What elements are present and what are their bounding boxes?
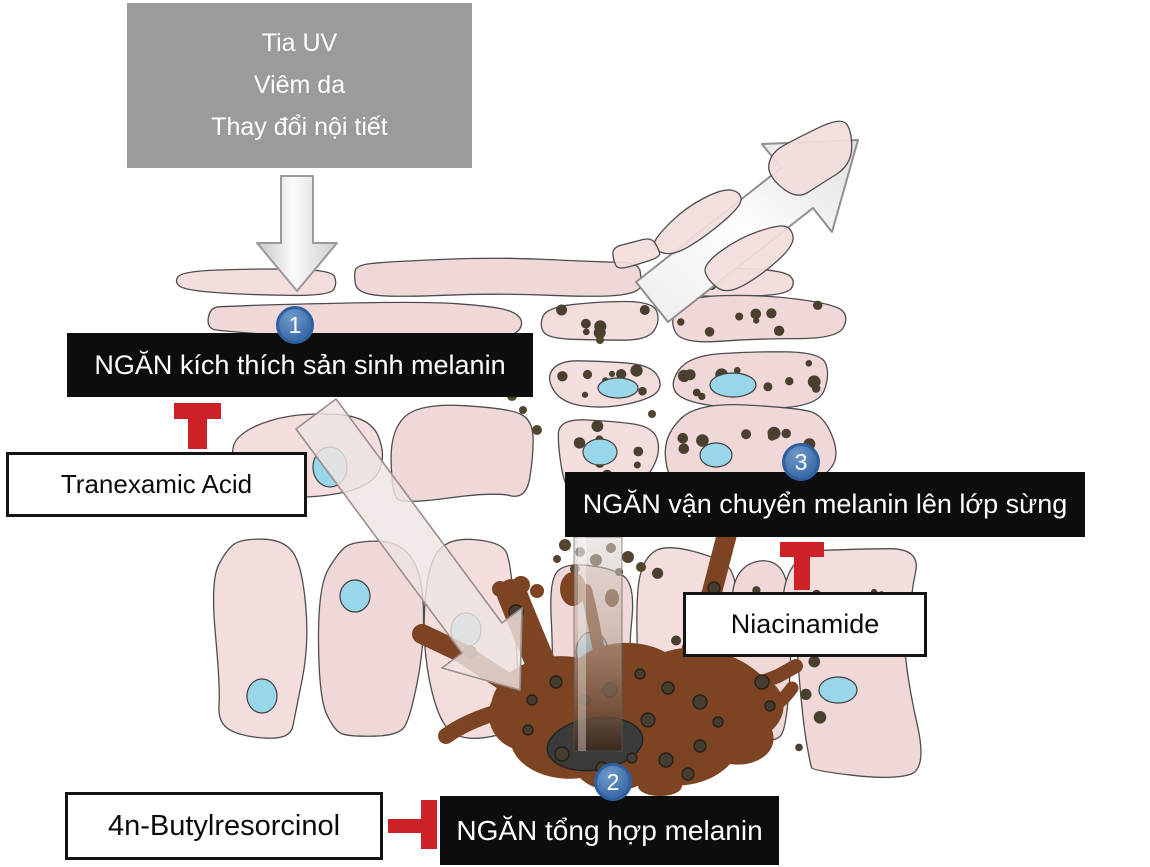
trigger-line-inflammation: Viêm da — [253, 71, 346, 99]
skin-flake — [653, 189, 742, 255]
step-box-block-transport: NGĂN vận chuyển melanin lên lớp sừng — [565, 472, 1085, 537]
skin-flake — [704, 225, 794, 292]
step-number-badge-2: 2 — [594, 763, 632, 801]
skin-cell — [548, 360, 661, 408]
tranexamic-acid-label: Tranexamic Acid — [60, 469, 253, 499]
step-number-badge-3: 3 — [782, 443, 820, 481]
badge-1-number: 1 — [288, 311, 302, 338]
inhibitor-box-butylresorcinol: 4n-Butylresorcinol — [65, 792, 383, 860]
step-1-label: NGĂN kích thích sản sinh melanin — [94, 349, 506, 380]
skin-cell — [540, 300, 659, 341]
skin-cell — [353, 257, 642, 297]
inhibitor-box-niacinamide: Niacinamide — [683, 592, 927, 657]
step-box-block-synthesis: NGĂN tổng hợp melanin — [440, 796, 779, 865]
step-3-label: NGĂN vận chuyển melanin lên lớp sừng — [582, 489, 1068, 519]
skin-cell — [390, 404, 534, 502]
shedding-flakes — [612, 120, 853, 292]
inhibit-tbar-niacinamide-icon — [780, 542, 824, 590]
inhibit-tbar-tranexamic-icon — [174, 403, 221, 449]
melanin-transfer-shaft — [573, 536, 623, 752]
stimulation-diagonal-arrow-icon — [295, 398, 523, 691]
skin-cell — [317, 540, 425, 737]
inhibitor-box-tranexamic-acid: Tranexamic Acid — [6, 452, 307, 517]
step-box-block-stimulation: NGĂN kích thích sản sinh melanin — [67, 333, 533, 397]
skin-flake — [768, 120, 853, 196]
butylresorcinol-label: 4n-Butylresorcinol — [107, 809, 341, 842]
skin-cell — [672, 294, 847, 343]
melanocyte-body — [488, 642, 784, 791]
step-2-label: NGĂN tổng hợp melanin — [456, 814, 763, 846]
step-number-badge-1: 1 — [276, 306, 314, 344]
triggers-box: Tia UV Viêm da Thay đổi nội tiết — [127, 3, 472, 168]
skin-cell — [212, 538, 308, 739]
trigger-line-hormone: Thay đổi nội tiết — [211, 113, 388, 141]
badge-3-number: 3 — [794, 448, 808, 475]
skin-flake — [612, 238, 661, 269]
trigger-down-arrow-icon — [256, 175, 338, 292]
niacinamide-label: Niacinamide — [730, 609, 880, 639]
trigger-line-uv: Tia UV — [261, 29, 338, 57]
badge-2-number: 2 — [606, 768, 620, 795]
inhibit-tbar-butylresorcinol-icon — [388, 800, 437, 849]
skin-cell — [672, 351, 829, 410]
